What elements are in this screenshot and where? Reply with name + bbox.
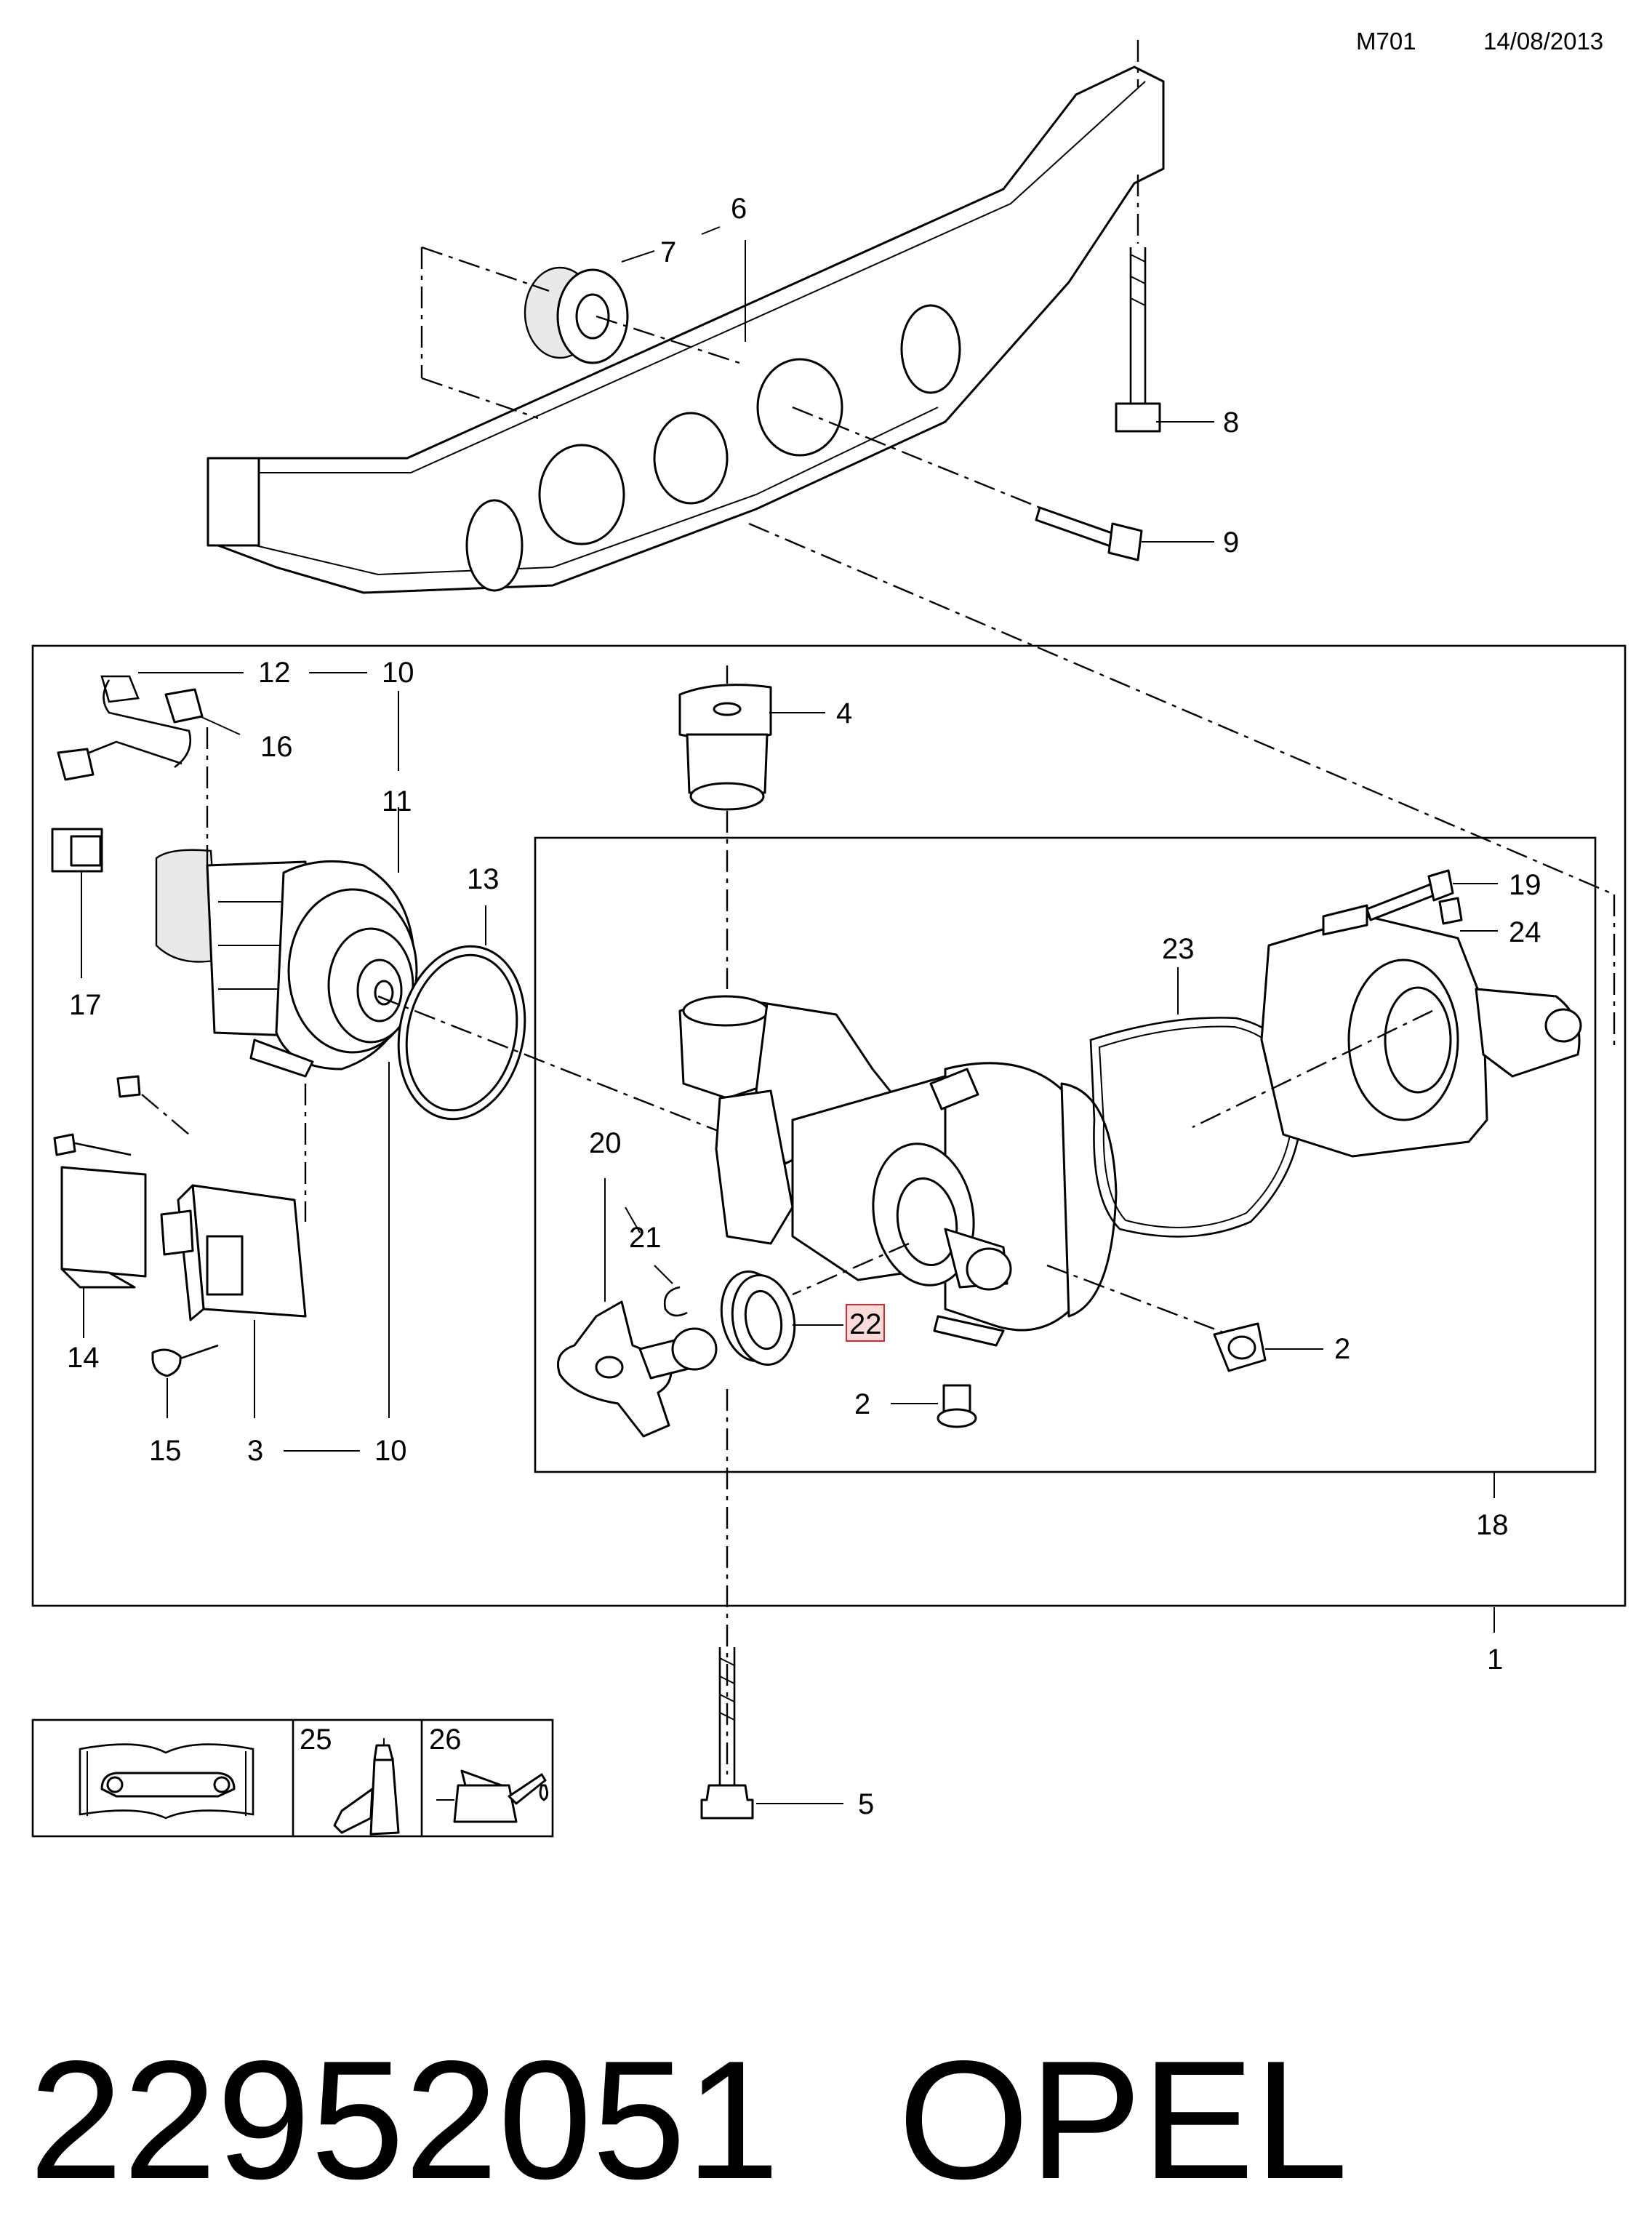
inner-leader-lines — [726, 1009, 1433, 1774]
plug-2-right — [1213, 1322, 1323, 1372]
crossmember-bushing — [524, 266, 629, 364]
callout-21: 21 — [629, 1222, 662, 1254]
differential-cover — [1260, 897, 1582, 1158]
small-fasteners-left — [53, 1075, 219, 1418]
bolt-8 — [1115, 175, 1161, 433]
callout-4: 4 — [836, 697, 852, 729]
callout-20: 20 — [589, 1127, 622, 1159]
output-flange-20 — [557, 1178, 718, 1438]
repair-manual-icon — [79, 1743, 254, 1820]
callout-2-bottom: 2 — [854, 1388, 870, 1420]
plug-2-bottom — [891, 1384, 977, 1428]
top-callout-leaders — [621, 226, 1214, 543]
callout-19: 19 — [1509, 869, 1541, 901]
bracket-14 — [60, 1166, 147, 1338]
callout-17: 17 — [69, 989, 102, 1021]
callout-24: 24 — [1509, 916, 1541, 948]
part-number: 22952051 — [29, 2026, 779, 2214]
actuator-motor-11 — [155, 849, 418, 1078]
callout-18: 18 — [1476, 1509, 1509, 1541]
callout-10-bottom: 10 — [374, 1435, 407, 1467]
callout-15: 15 — [149, 1435, 182, 1467]
gasket-23 — [1089, 1017, 1303, 1238]
callout-12: 12 — [258, 657, 291, 689]
legend-box — [31, 1718, 554, 1838]
top-leader-lines — [420, 40, 1616, 1047]
callout-22-highlight — [846, 1304, 885, 1342]
oil-can-icon — [436, 1769, 549, 1823]
o-ring-13 — [397, 945, 526, 1121]
connector-17 — [51, 828, 103, 978]
brand-name: OPEL — [898, 2026, 1348, 2214]
diagram-date: 14/08/2013 — [1483, 28, 1603, 55]
callout-5: 5 — [858, 1788, 874, 1820]
differential-mount-bushing-4 — [678, 665, 825, 989]
oil-seal-22 — [720, 1270, 843, 1366]
callout-3: 3 — [247, 1435, 263, 1467]
callout-7: 7 — [660, 236, 676, 268]
differential-housing — [678, 995, 1118, 1347]
assembly-frame-1 — [31, 644, 1627, 1607]
control-module-3 — [160, 1184, 307, 1418]
wire-harness — [57, 675, 204, 781]
callout-16: 16 — [260, 731, 293, 763]
callout-11: 11 — [382, 785, 412, 817]
left-leaders — [138, 672, 728, 1418]
callout-9: 9 — [1223, 527, 1239, 559]
snap-ring-21 — [625, 1206, 688, 1317]
bolt-9 — [1035, 506, 1143, 561]
callout-23: 23 — [1162, 933, 1195, 965]
callout-10-top: 10 — [382, 657, 414, 689]
callout-13: 13 — [467, 863, 500, 895]
diagram-code: M701 — [1356, 28, 1416, 55]
callout-22: 22 — [849, 1308, 882, 1340]
bolt-5 — [700, 1647, 843, 1820]
sealant-tube-icon — [333, 1738, 400, 1836]
assembly-frame-18 — [534, 836, 1597, 1473]
callout-1: 1 — [1487, 1644, 1503, 1676]
callout-2-right: 2 — [1334, 1333, 1350, 1365]
rear-crossmember — [206, 65, 1165, 594]
callout-26: 26 — [429, 1724, 462, 1756]
callout-8: 8 — [1223, 407, 1239, 439]
callout-6: 6 — [731, 193, 747, 225]
bolt-19 — [1366, 869, 1498, 921]
callout-14: 14 — [67, 1342, 100, 1374]
callout-25: 25 — [300, 1724, 332, 1756]
